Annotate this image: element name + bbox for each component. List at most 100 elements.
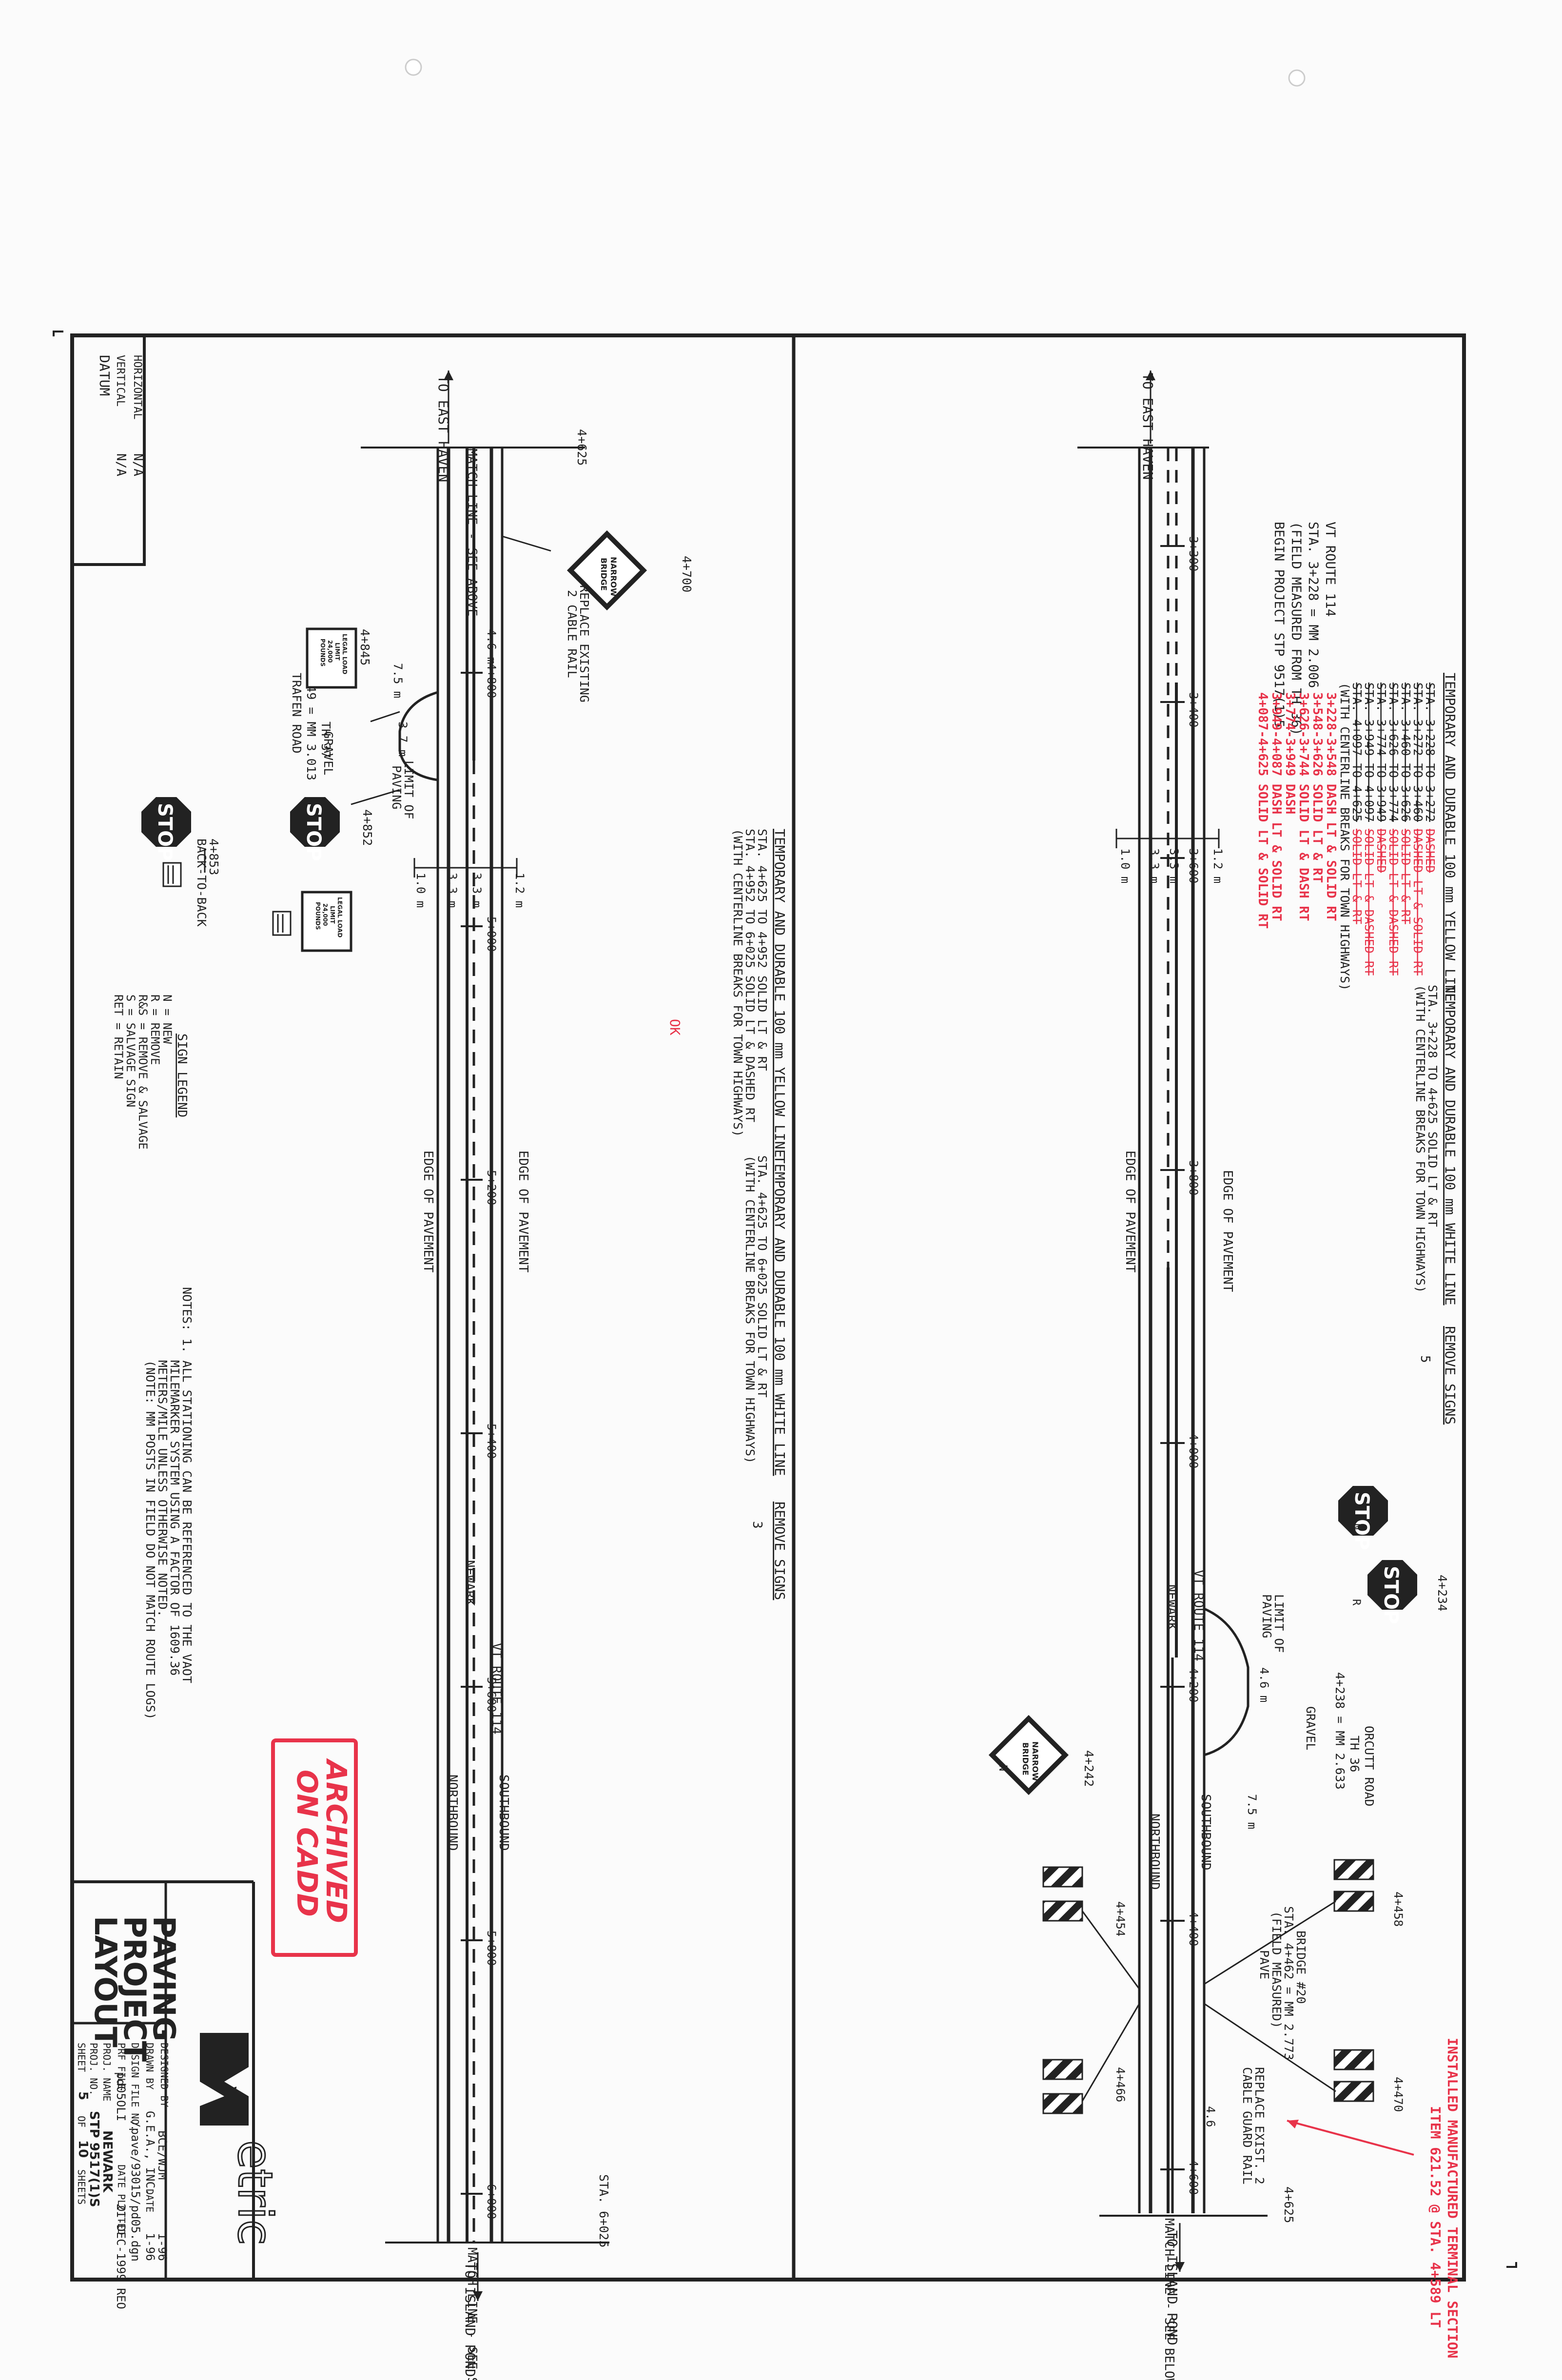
lower-remove-signs-header: REMOVE SIGNS: [772, 1502, 788, 1600]
sheet-total: 10: [76, 2140, 90, 2158]
svg-text:POUNDS: POUNDS: [314, 902, 321, 930]
vaot-logo: VAOT etric: [200, 2033, 283, 2246]
small-plaque-icon: [162, 862, 292, 936]
upper-station: 3+300: [1187, 536, 1200, 571]
lower-dim: 1.2 m: [513, 873, 527, 908]
upper-vt-route: VT ROUTE 114: [1191, 1570, 1206, 1661]
lower-edge-of-pavement: EDGE OF PAVEMENT: [421, 1151, 435, 1273]
datum-label: DATUM: [97, 355, 113, 396]
yellow-red-line: 3+949-4+087 DASH LT & SOLID RT: [1269, 692, 1284, 921]
plotted-value: 21-DEC-1999 REO: [114, 2204, 128, 2309]
upper-match-line: MATCH LINE - SEE BELOW: [1162, 2218, 1176, 2380]
installed-note-line: INSTALLED MANUFACTURED TERMINAL SECTION: [1445, 2038, 1461, 2358]
svg-text:24,000: 24,000: [327, 640, 333, 663]
sheet-label: SHEET: [76, 2043, 87, 2072]
yellow-red-line: 4+087-4+625 SOLID LT & SOLID RT: [1255, 692, 1270, 929]
upper-stop-sign-2: STOP: [1367, 1560, 1417, 1624]
lower-to-island-pond: TO ISLAND POND: [462, 2262, 478, 2377]
lower-newark: NEWARK: [462, 1560, 477, 1606]
punch-hole: [405, 59, 422, 76]
marker-station: 4+466: [1113, 2067, 1127, 2102]
upper-narrow-bridge-sign: NARROW BRIDGE: [988, 1715, 1069, 1795]
svg-text:STOP: STOP: [1350, 1492, 1373, 1550]
yellow-struck-line: STA. 3+228 TO 3+272: [1423, 683, 1437, 822]
marker-station: 4+458: [1391, 1892, 1405, 1927]
yellow-red-line: 3+626-3+744 SOLID LT & DASH RT: [1296, 692, 1311, 921]
upper-edge-of-pavement: EDGE OF PAVEMENT: [1123, 1151, 1137, 1273]
notes-line: NOTES: 1. ALL STATIONING CAN BE REFERENC…: [180, 1287, 194, 1683]
svg-text:BRIDGE: BRIDGE: [1021, 1742, 1030, 1775]
yellow-struck-suffix: DASHED: [1374, 829, 1388, 873]
yellow-red-line: 3+548-3+626 SOLID LT & RT: [1310, 692, 1325, 883]
trafen-road-line: TH 37: [319, 722, 333, 758]
yellow-struck-line: STA. 4+097 TO 4+625: [1350, 683, 1364, 822]
upper-remove-signs-header: REMOVE SIGNS: [1442, 1326, 1458, 1424]
upper-southbound: SOUTHBOUND: [1198, 1794, 1213, 1871]
upper-dim: 1.2 m: [1211, 848, 1225, 883]
lower-yellow-line: (WITH CENTERLINE BREAKS FOR TOWN HIGHWAY…: [731, 829, 745, 1137]
yellow-struck-suffix: SOLID LT & RT: [1350, 829, 1364, 924]
upper-dim: 3.3 m: [1167, 848, 1181, 883]
svg-text:STOP: STOP: [154, 803, 176, 861]
prf-file-value: pd05OLI: [114, 2072, 128, 2121]
designed-by-value: BCE/WJM: [156, 2130, 169, 2180]
marker-station: 4+454: [1113, 1901, 1127, 1936]
svg-text:LIMIT: LIMIT: [329, 906, 336, 924]
lower-vt-route: VT ROUTE 114: [489, 1643, 504, 1735]
upper-centerline-note: (WITH CENTERLINE BREAKS FOR TOWN HIGHWAY…: [1338, 683, 1352, 991]
yellow-struck-line: STA. 3+774 TO 3+949: [1374, 683, 1388, 822]
lower-road-layout: [361, 371, 609, 2301]
lower-stop-station: 4+852: [360, 809, 374, 846]
sheet-no: 5: [76, 2091, 90, 2100]
upper-limit-of-paving: LIMIT OF: [1272, 1594, 1286, 1653]
upper-yellow-header: TEMPORARY AND DURABLE 100 mm YELLOW LINE: [1442, 673, 1458, 1001]
upper-white-line: STA. 3+228 TO 4+625 SOLID LT & RT: [1425, 985, 1440, 1227]
lower-white-line: (WITH CENTERLINE BREAKS FOR TOWN HIGHWAY…: [743, 1155, 757, 1463]
lower-dim: 3.3 m: [446, 873, 459, 908]
title-line: PAVING: [146, 1916, 182, 2041]
sheets-label: SHEETS: [76, 2169, 87, 2204]
sign-letter-r: R: [1350, 1599, 1362, 1606]
lower-yellow-header: TEMPORARY AND DURABLE 100 mm YELLOW LINE: [772, 829, 788, 1157]
svg-text:LEGAL LOAD: LEGAL LOAD: [336, 897, 343, 937]
upper-station: 3+600: [1187, 848, 1200, 883]
upper-remove-signs-count: 5: [1418, 1355, 1432, 1363]
punch-hole: [1288, 69, 1306, 87]
lower-stop-station: 4+853: [207, 839, 221, 875]
datum-vertical-label: VERTICAL: [114, 355, 126, 407]
lower-station: 5+000: [485, 917, 498, 952]
lower-white-header: TEMPORARY AND DURABLE 100 mm WHITE LINE: [772, 1155, 788, 1476]
bridge-note-line: BRIDGE #20: [1294, 1931, 1308, 2004]
notes-line: (NOTE: MM POSTS IN FIELD DO NOT MATCH RO…: [143, 1360, 157, 1720]
notes-line: MILEMARKER SYSTEM USING A FACTOR OF 1609…: [168, 1360, 182, 1676]
proj-name-value: NEWARK: [100, 2130, 115, 2193]
upper-station: 4+600: [1187, 2160, 1200, 2195]
bridge-note-line: STA. 4+462 = MM 2.773: [1282, 1906, 1296, 2060]
title-block: PAVING PROJECT LAYOUT VAOT etric DESIGNE…: [72, 1880, 283, 2309]
proj-no-value: STP 9517(1)S: [87, 2111, 101, 2207]
yellow-struck-line: STA. 3+626 TO 3+774: [1386, 683, 1401, 822]
legal-load-sign-2: LEGAL LOAD LIMIT 24,000 POUNDS: [301, 891, 352, 952]
upper-dim: 3.3 m: [1148, 848, 1161, 883]
lower-narrow-station: 4+700: [680, 556, 694, 592]
datum-horizontal-value: N/A: [131, 453, 145, 476]
upper-station: 3+800: [1187, 1160, 1200, 1195]
sign-legend-entry: S = SALVAGE SIGN: [124, 995, 137, 1107]
ok-mark: OK: [667, 1019, 683, 1035]
yellow-red-line: 3+228-3+548 DASH LT & SOLID RT: [1324, 692, 1338, 921]
upper-road-layout: [1077, 371, 1268, 2272]
upper-to-east-haven: TO EAST HAVEN: [1140, 373, 1156, 480]
upper-station: 4+400: [1187, 1911, 1200, 1946]
upper-white-header: TEMPORARY AND DURABLE 100 mm WHITE LINE: [1442, 985, 1458, 1305]
svg-text:LIMIT: LIMIT: [334, 643, 341, 661]
yellow-struck-suffix: SOLID LT & RT: [1399, 829, 1413, 924]
orcutt-road-line: ORCUTT ROAD: [1362, 1726, 1376, 1807]
svg-text:BRIDGE: BRIDGE: [599, 558, 608, 591]
cable-rail-note: REPLACE EXIST. 2: [1252, 2067, 1267, 2185]
lower-southbound: SOUTHBOUND: [496, 1775, 511, 1851]
route-note-line: (FIELD MEASURED FROM TH 36): [1289, 522, 1304, 736]
svg-text:STOP: STOP: [302, 803, 325, 861]
of-label: OF: [76, 2116, 87, 2127]
drawn-by-value: G.E.A., INC.: [143, 2111, 157, 2195]
